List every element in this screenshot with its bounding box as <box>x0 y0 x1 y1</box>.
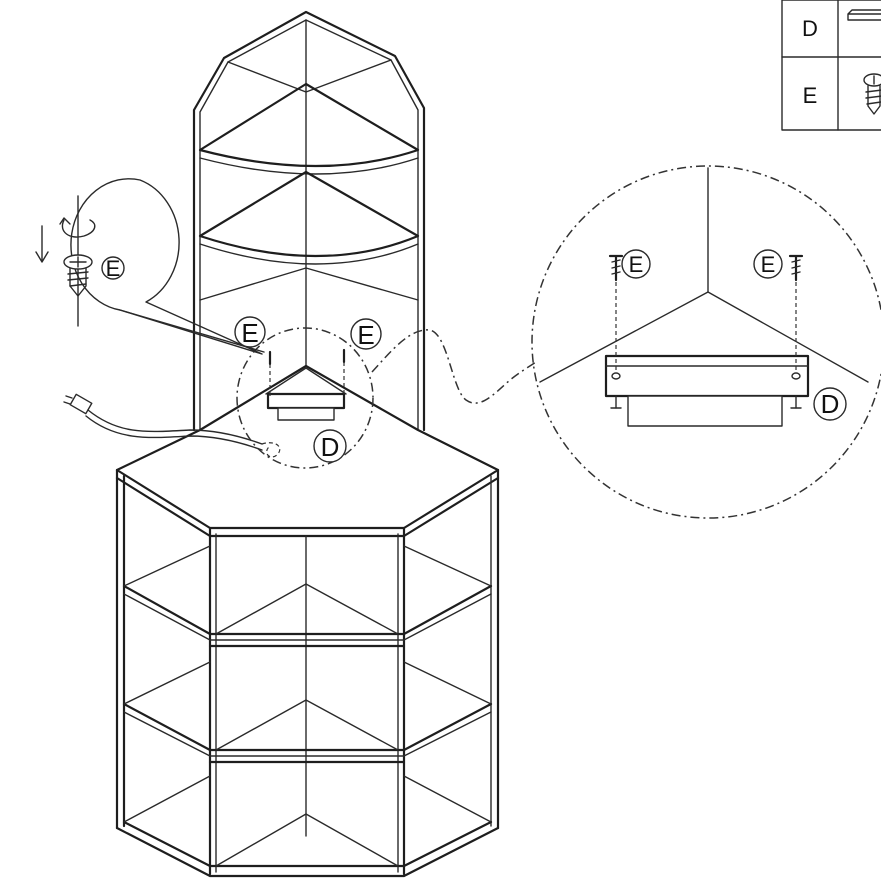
zoom-left-screw-callout: E <box>621 249 651 279</box>
zoom-right-screw-label: E <box>761 252 776 277</box>
installation-detail-circle <box>236 327 374 469</box>
zoom-light-fixture <box>604 354 810 427</box>
plug-icon <box>63 393 93 415</box>
screw-icon <box>863 73 881 115</box>
zoom-light-label: D <box>821 389 840 419</box>
zoom-left-screw-label: E <box>629 252 644 277</box>
parts-table-label-e: E <box>803 83 818 108</box>
light-fixture <box>265 367 347 421</box>
rotation-arrow-icon <box>59 217 96 238</box>
zoom-circle-outline <box>531 165 881 519</box>
lower-shelf-2 <box>122 661 493 757</box>
parts-table: D E <box>781 0 881 131</box>
parts-table-border <box>781 0 881 131</box>
zoom-light-callout: D <box>813 387 847 421</box>
power-cord <box>63 393 281 458</box>
zoom-detail-circle: E E D <box>531 165 881 519</box>
lower-shelf-1 <box>122 545 493 641</box>
upper-shelf-2 <box>198 170 420 265</box>
right-screw-label: E <box>357 320 374 350</box>
left-screw-label: E <box>241 318 258 348</box>
parts-table-label-d: D <box>802 16 818 41</box>
upper-shelf-unit <box>192 10 426 432</box>
screw-detail-bubble: E <box>35 178 265 355</box>
lower-cabinet <box>115 364 500 878</box>
lower-shelf-3 <box>115 775 500 878</box>
zoom-right-screw-callout: E <box>753 249 783 279</box>
light-strip-icon <box>847 9 881 21</box>
left-screw-callout: E <box>234 316 266 348</box>
light-label: D <box>321 432 340 462</box>
zoom-left-screw-icon <box>608 254 624 370</box>
zoom-right-screw-icon <box>788 254 804 370</box>
detail-screw-icon <box>63 254 93 297</box>
upper-shelf-1 <box>198 82 420 175</box>
zoom-connector <box>371 329 537 404</box>
right-screw-callout: E <box>350 318 382 350</box>
cabinet-top <box>115 364 500 530</box>
screw-detail-label: E <box>106 256 121 281</box>
down-arrow-icon <box>35 225 49 263</box>
light-callout: D <box>313 429 347 463</box>
detail-circle-outline <box>236 327 374 469</box>
